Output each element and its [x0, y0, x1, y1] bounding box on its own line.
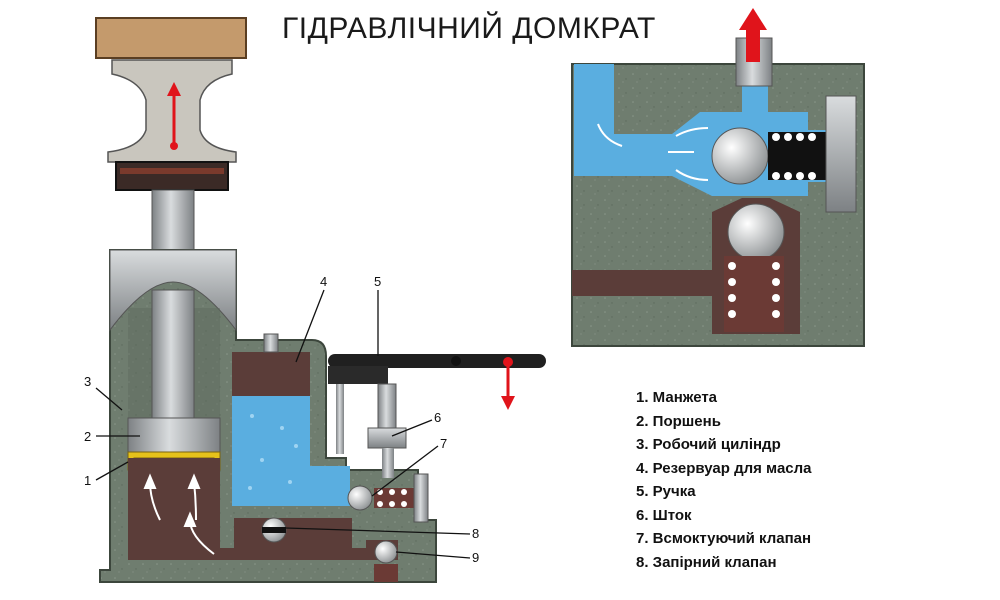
callout-6: 6: [434, 410, 441, 425]
callout-4: 4: [320, 274, 327, 289]
suction-valve: [347, 473, 429, 523]
callout-numbers: 3 2 1 4 5 6 7 8 9: [84, 274, 479, 565]
legend-item: 7. Всмоктуючий клапан: [636, 530, 812, 547]
legend-item: 1. Манжета: [636, 389, 718, 406]
lift-saddle: [115, 161, 229, 191]
legend-item: 5. Ручка: [636, 483, 696, 500]
callout-2: 2: [84, 429, 91, 444]
check-valve: [261, 517, 287, 543]
valve-detail-view: [571, 8, 865, 347]
oil-reservoir: [232, 352, 310, 396]
legend-item: 2. Поршень: [636, 412, 721, 430]
legend-item: 4. Резервуар для масла: [636, 459, 812, 477]
callout-1: 1: [84, 473, 91, 488]
piston: [127, 417, 221, 453]
pump-stem: [377, 383, 397, 429]
wood-plank: [95, 17, 247, 59]
release-valve: [374, 540, 398, 582]
callout-3: 3: [84, 374, 91, 389]
legend-item: 6. Шток: [636, 506, 692, 524]
legend: 1. Манжета 2. Поршень 3. Робочий циліндр…: [636, 386, 812, 574]
arrow-down-icon: [501, 357, 515, 410]
legend-item: 8. Запірний клапан: [636, 553, 777, 571]
ram-rod: [151, 189, 195, 251]
rail-profile: [107, 59, 237, 163]
callout-9: 9: [472, 550, 479, 565]
legend-item: 3. Робочий циліндр: [636, 436, 781, 453]
pump-handle[interactable]: [328, 354, 546, 454]
diagram-title: ГІДРАВЛІЧНИЙ ДОМКРАТ: [282, 12, 656, 45]
arrow-up-icon: [739, 8, 767, 62]
callout-5: 5: [374, 274, 381, 289]
arrow-up-icon: [167, 82, 181, 150]
callout-7: 7: [440, 436, 447, 451]
flow-arrow-icon: [143, 473, 215, 555]
callout-8: 8: [472, 526, 479, 541]
